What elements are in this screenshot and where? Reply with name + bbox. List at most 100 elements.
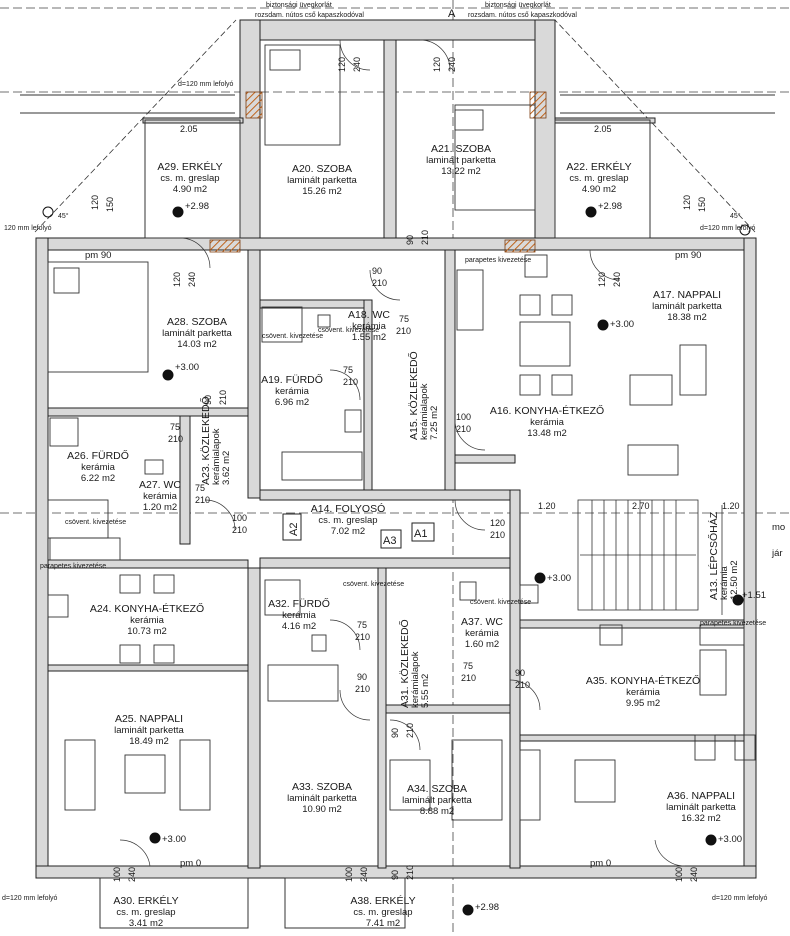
angle-left: 45° xyxy=(58,212,69,220)
svg-text:210: 210 xyxy=(355,632,370,642)
room-13-id: A24. KONYHA-ÉTKEZŐ xyxy=(90,601,204,615)
room-6-area: 1.55 m2 xyxy=(352,332,386,343)
svg-text:csövent. kivezetése: csövent. kivezetése xyxy=(343,581,404,588)
room-10-id: A26. FÜRDŐ xyxy=(67,448,129,462)
room-12-area: 7.02 m2 xyxy=(331,526,365,537)
walls xyxy=(35,19,757,879)
room-16-mat: kerámia xyxy=(626,687,661,698)
room-11-area: 1.20 m2 xyxy=(143,502,177,513)
room-15-id: A37. WC xyxy=(461,616,503,628)
room-21-id: A30. ERKÉLY xyxy=(113,894,178,907)
svg-text:+3.00: +3.00 xyxy=(610,319,634,330)
svg-text:240: 240 xyxy=(359,867,369,882)
room-1-mat: cs. m. greslap xyxy=(160,173,219,184)
fall-note-top: d=120 mm lefolyó xyxy=(178,81,234,88)
room-10-area: 6.22 m2 xyxy=(81,473,115,484)
room-12-id: A14. FOLYOSÓ xyxy=(311,502,386,515)
fall-note-bottom-left: d=120 mm lefolyó xyxy=(2,895,58,902)
vroom-4-mat: kerámia xyxy=(719,565,730,600)
svg-text:210: 210 xyxy=(355,684,370,694)
pm-left: pm 90 xyxy=(85,250,111,261)
staircase xyxy=(577,499,723,615)
svg-text:210: 210 xyxy=(515,680,530,690)
room-17-area: 18.49 m2 xyxy=(129,736,169,747)
room-17-mat: laminált parketta xyxy=(114,725,184,736)
level-labels: +2.98 +2.98 +3.00 +3.00 +3.00 +3.00 +3.0… xyxy=(162,201,766,913)
svg-text:150: 150 xyxy=(105,197,115,212)
room-3-id: A21. SZOBA xyxy=(431,143,491,155)
room-1-id: A29. ERKÉLY xyxy=(157,160,222,173)
svg-text:210: 210 xyxy=(490,530,505,540)
room-22-area: 7.41 m2 xyxy=(366,918,400,929)
svg-text:parapetes kivezetése: parapetes kivezetése xyxy=(40,563,106,570)
room-19-mat: laminált parketta xyxy=(402,795,472,806)
level-markers xyxy=(42,206,751,916)
svg-text:csövent. kivezetése: csövent. kivezetése xyxy=(65,519,126,526)
svg-text:210: 210 xyxy=(372,278,387,288)
room-9-mat: kerámia xyxy=(530,417,565,428)
pm-right: pm 90 xyxy=(675,250,701,261)
room-10-mat: kerámia xyxy=(81,462,116,473)
edge-jar: jár xyxy=(771,548,783,559)
room-16-id: A35. KONYHA-ÉTKEZŐ xyxy=(586,673,700,687)
svg-text:90: 90 xyxy=(405,235,415,245)
vroom-3-id: A31. KÖZLEKEDŐ xyxy=(397,619,411,708)
edge-mo: mo xyxy=(772,522,785,533)
room-17-id: A25. NAPPALI xyxy=(115,713,183,725)
tag-a2: A2 xyxy=(288,523,300,536)
room-2-id: A20. SZOBA xyxy=(292,163,352,175)
room-5-id: A28. SZOBA xyxy=(167,316,227,328)
vroom-1-id: A15. KÖZLEKEDŐ xyxy=(406,351,420,440)
room-4-area: 4.90 m2 xyxy=(582,184,616,195)
room-18-mat: laminált parketta xyxy=(287,793,357,804)
room-16-area: 9.95 m2 xyxy=(626,698,660,709)
svg-text:csövent. kivezetése: csövent. kivezetése xyxy=(470,599,531,606)
svg-text:210: 210 xyxy=(420,230,430,245)
svg-text:csövent. kivezetése: csövent. kivezetése xyxy=(318,327,379,334)
svg-text:100: 100 xyxy=(674,867,684,882)
room-21-mat: cs. m. greslap xyxy=(116,907,175,918)
svg-text:210: 210 xyxy=(343,377,358,387)
insulation-hatch xyxy=(209,91,547,253)
tag-a3: A3 xyxy=(383,535,396,547)
svg-text:100: 100 xyxy=(232,513,247,523)
room-9-id: A16. KONYHA-ÉTKEZŐ xyxy=(490,403,604,417)
svg-text:1.20: 1.20 xyxy=(722,501,740,511)
svg-text:120: 120 xyxy=(490,518,505,528)
angle-right: 45° xyxy=(730,212,741,220)
room-18-area: 10.90 m2 xyxy=(302,804,342,815)
room-14-area: 4.16 m2 xyxy=(282,621,316,632)
svg-text:210: 210 xyxy=(168,434,183,444)
svg-text:90: 90 xyxy=(203,395,213,405)
svg-text:120: 120 xyxy=(172,272,182,287)
dimension-labels: 120 240 120 240 2.05 2.05 120 150 120 15… xyxy=(90,57,740,882)
fall-note-left: 120 mm lefolyó xyxy=(4,225,52,232)
room-5-area: 14.03 m2 xyxy=(177,339,217,350)
room-7-id: A17. NAPPALI xyxy=(653,289,721,301)
room-6-mat: kerámia xyxy=(352,321,387,332)
vroom-2-area: 3.62 m2 xyxy=(221,451,232,485)
svg-text:75: 75 xyxy=(343,365,353,375)
svg-text:120: 120 xyxy=(337,57,347,72)
room-20-mat: laminált parketta xyxy=(666,802,736,813)
room-11-mat: kerámia xyxy=(143,491,178,502)
room-3-area: 13.22 m2 xyxy=(441,166,481,177)
vroom-3-area: 5.55 m2 xyxy=(420,674,431,708)
room-11-id: A27. WC xyxy=(139,479,181,491)
svg-text:+3.00: +3.00 xyxy=(162,834,186,845)
svg-text:2.05: 2.05 xyxy=(180,124,198,134)
room-7-area: 18.38 m2 xyxy=(667,312,707,323)
room-3-mat: laminált parketta xyxy=(426,155,496,166)
svg-text:75: 75 xyxy=(170,422,180,432)
svg-text:+1.51: +1.51 xyxy=(742,590,766,601)
svg-text:150: 150 xyxy=(697,197,707,212)
svg-text:210: 210 xyxy=(218,390,228,405)
svg-text:120: 120 xyxy=(597,272,607,287)
room-4-mat: cs. m. greslap xyxy=(569,173,628,184)
svg-text:120: 120 xyxy=(682,195,692,210)
svg-text:240: 240 xyxy=(127,867,137,882)
fall-note-right: d=120 mm lefolyó xyxy=(700,225,756,232)
svg-text:100: 100 xyxy=(456,412,471,422)
railing-note-1: biztonsági üvegkorlát xyxy=(266,2,332,9)
